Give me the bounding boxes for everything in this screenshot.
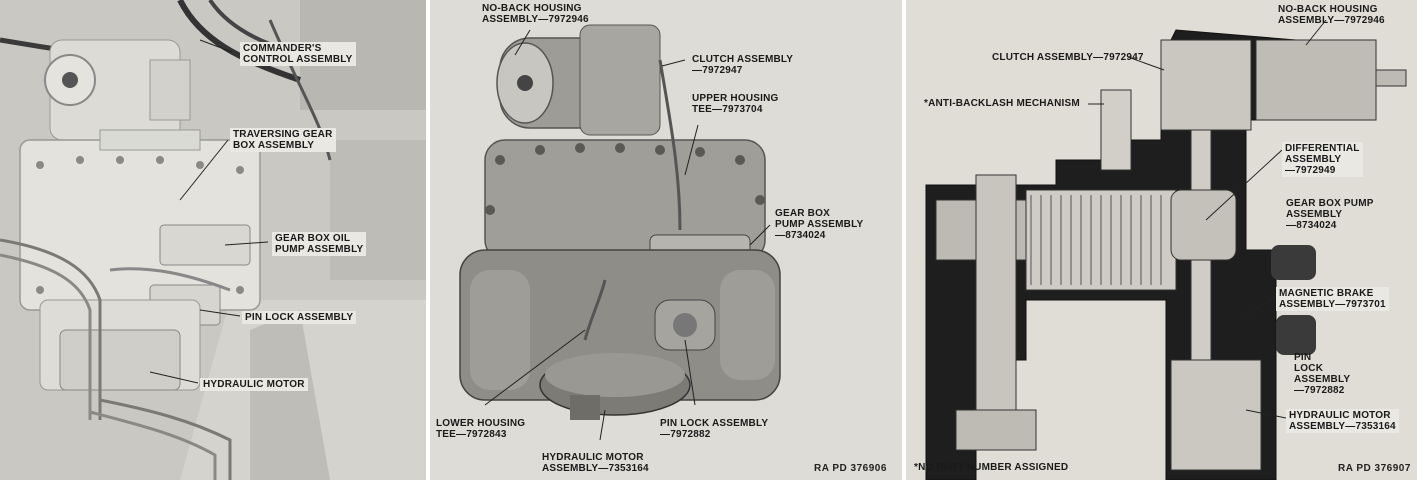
label-hydraulic-motor: HYDRAULIC MOTOR — [200, 378, 308, 391]
figure-gear-box-cutaway: CLUTCH ASSEMBLY—7972947 NO-BACK HOUSING … — [906, 0, 1417, 480]
figure-reference-number: RA PD 376907 — [1338, 463, 1411, 474]
label-no-back-housing-assembly: NO-BACK HOUSING ASSEMBLY—7972946 — [1278, 4, 1385, 26]
label-magnetic-brake-assembly: MAGNETIC BRAKE ASSEMBLY—7973701 — [1276, 287, 1389, 311]
figure-gear-box-exterior: NO-BACK HOUSING ASSEMBLY—7972946 CLUTCH … — [430, 0, 902, 480]
label-pin-lock-assembly: PIN LOCK ASSEMBLY —7972882 — [1294, 352, 1351, 396]
drawing-gear-box-cutaway — [925, 19, 1407, 480]
label-clutch-assembly: CLUTCH ASSEMBLY—7972947 — [992, 52, 1144, 63]
label-upper-housing-tee: UPPER HOUSING TEE—7973704 — [692, 93, 779, 115]
label-gear-box-oil-pump-assembly: GEAR BOX OIL PUMP ASSEMBLY — [272, 232, 367, 256]
photo-installed-assembly — [0, 0, 426, 480]
label-hydraulic-motor-assembly: HYDRAULIC MOTOR ASSEMBLY—7353164 — [542, 452, 649, 474]
label-differential-assembly: DIFFERENTIAL ASSEMBLY —7972949 — [1282, 142, 1363, 177]
label-clutch-assembly: CLUTCH ASSEMBLY —7972947 — [692, 54, 794, 76]
footnote-no-part-number: *NO PART NUMBER ASSIGNED — [914, 462, 1069, 473]
label-pin-lock-assembly: PIN LOCK ASSEMBLY —7972882 — [660, 418, 769, 440]
figure-installed-gear-box: COMMANDER'S CONTROL ASSEMBLY TRAVERSING … — [0, 0, 426, 480]
figure-reference-number: RA PD 376906 — [814, 463, 887, 474]
label-traversing-gear-box-assembly: TRAVERSING GEAR BOX ASSEMBLY — [230, 128, 336, 152]
label-no-back-housing-assembly: NO-BACK HOUSING ASSEMBLY—7972946 — [482, 3, 589, 25]
label-pin-lock-assembly: PIN LOCK ASSEMBLY — [242, 311, 357, 324]
label-gear-box-pump-assembly: GEAR BOX PUMP ASSEMBLY —8734024 — [1286, 198, 1374, 231]
photo-gear-box-exterior — [459, 24, 781, 441]
label-hydraulic-motor-assembly: HYDRAULIC MOTOR ASSEMBLY—7353164 — [1286, 409, 1399, 433]
label-gear-box-pump-assembly: GEAR BOX PUMP ASSEMBLY —8734024 — [775, 208, 864, 241]
label-commanders-control-assembly: COMMANDER'S CONTROL ASSEMBLY — [240, 42, 356, 66]
label-lower-housing-tee: LOWER HOUSING TEE—7972843 — [436, 418, 526, 440]
label-anti-backlash-mechanism: *ANTI-BACKLASH MECHANISM — [924, 98, 1080, 109]
